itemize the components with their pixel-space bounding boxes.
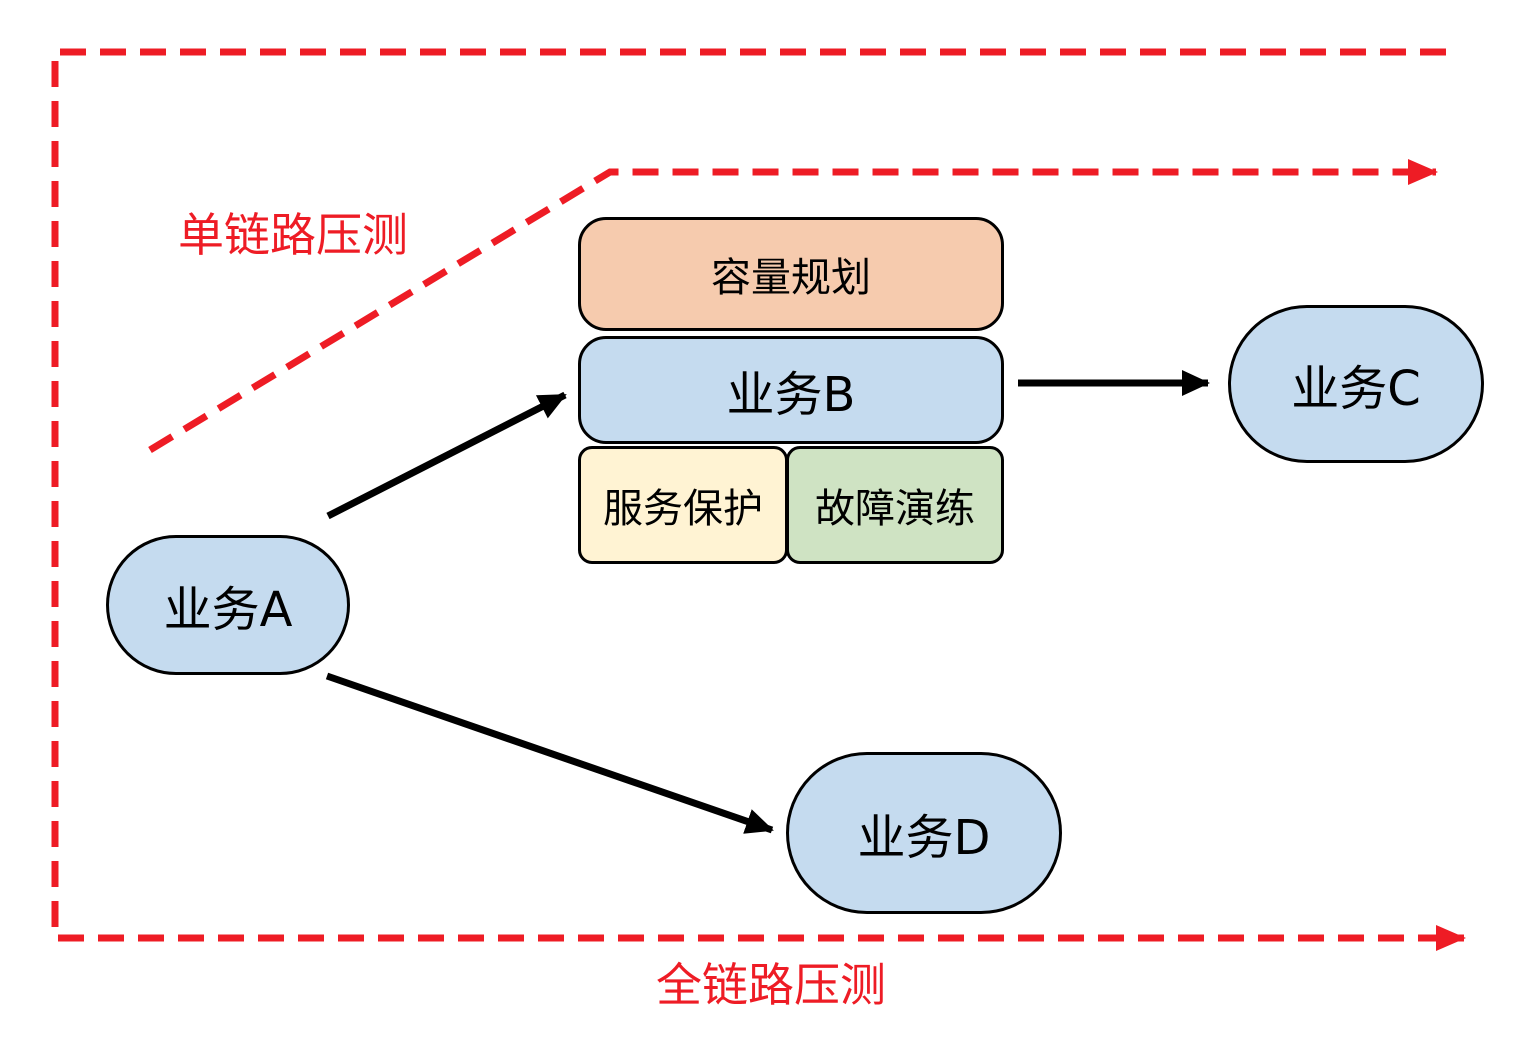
service-a-node: 业务A [106, 535, 350, 675]
single-link-label: 单链路压测 [178, 208, 408, 262]
capacity-planning-box: 容量规划 [578, 217, 1004, 331]
service-b-node: 业务B [578, 336, 1004, 444]
arrow-a-to-d [325, 672, 774, 834]
full-link-label: 全链路压测 [656, 958, 886, 1012]
service-protection-box: 服务保护 [578, 446, 788, 564]
full-link-dashed-path [51, 48, 1466, 951]
fault-drill-box: 故障演练 [786, 446, 1004, 564]
service-d-node: 业务D [786, 752, 1062, 914]
single-link-dashed-path [148, 159, 1438, 453]
service-c-node: 业务C [1228, 305, 1484, 463]
arrow-a-to-b [326, 391, 567, 520]
